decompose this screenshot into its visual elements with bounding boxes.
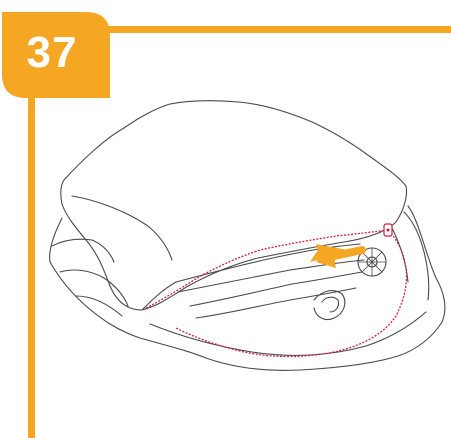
bag-lower-curve <box>150 312 426 355</box>
zipper-pull <box>384 224 392 236</box>
bag-lid <box>61 101 407 310</box>
stroller-frame-bar-3 <box>190 272 362 306</box>
stroller-frame-bar-4 <box>196 288 356 318</box>
bag-left-fold-2 <box>60 270 128 306</box>
bag-right-fold-2 <box>392 228 408 282</box>
stroller-handle <box>314 291 345 320</box>
stroller-handle-inner <box>322 297 339 312</box>
bag-right-fold <box>404 212 429 300</box>
bag-left-fold-3 <box>76 296 122 316</box>
lid-edge-line <box>142 282 176 310</box>
stroller-frame-bar-2 <box>178 260 364 292</box>
lid-fold-line <box>72 196 172 260</box>
arrow-left-icon <box>310 244 362 268</box>
bag-left-fold <box>52 239 114 262</box>
